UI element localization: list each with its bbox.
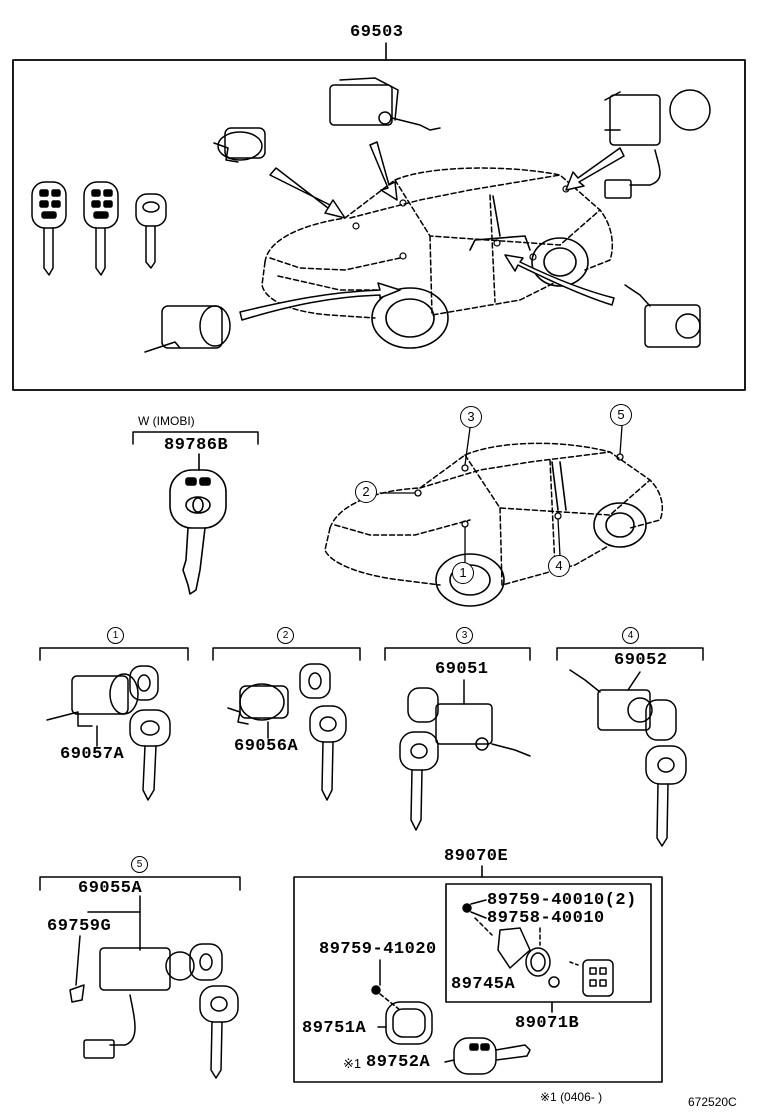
cover-part-number: 89751A [302, 1019, 367, 1038]
g1-keys [129, 665, 171, 801]
imobi-header: W (IMOBI) [138, 414, 195, 428]
transmitter-parts [371, 899, 614, 1075]
transmitter-frame [293, 865, 663, 1083]
location-marker-5: 5 [610, 404, 632, 426]
g1-cylinder [46, 673, 139, 747]
g4-cylinder [569, 669, 653, 731]
top-cylinder-door [144, 305, 231, 353]
mid-car-wheels [435, 461, 647, 607]
g3-keys [399, 687, 439, 831]
location-marker-2: 2 [355, 481, 377, 503]
g5-assembly [69, 895, 195, 1059]
key-part-number: 89752A [366, 1053, 431, 1072]
imobi-bracket [132, 431, 259, 445]
top-remote-key-1 [31, 181, 67, 276]
location-marker-1: 1 [452, 562, 474, 584]
footnote: ※1 (0406- ) [540, 1090, 603, 1104]
location-marker-4: 4 [548, 555, 570, 577]
top-remote-key-2 [83, 181, 119, 276]
group-5-marker: 5 [131, 856, 148, 873]
screw-part-number-3: 89759-41020 [319, 940, 437, 959]
top-cylinder-trunk [604, 89, 711, 199]
top-cylinder-ignition [329, 77, 441, 131]
top-car-wheels [371, 195, 589, 349]
group-4-part-number: 69052 [614, 651, 668, 670]
group-3-part-number: 69051 [435, 660, 489, 679]
case-part-number: 89071B [515, 1014, 580, 1033]
battery-part-number: 89745A [451, 975, 516, 994]
group-5-sub-part-number: 69759G [47, 917, 112, 936]
g2-keys [299, 663, 347, 801]
screw-part-number-1: 89759-40010(2) [487, 891, 637, 910]
g4-keys [645, 699, 687, 847]
group-5-part-number: 69055A [78, 879, 143, 898]
g5-keys [189, 943, 239, 1079]
assembly-frame [12, 42, 746, 391]
diagram-code: 672520C [688, 1095, 737, 1109]
key-note-marker: ※1 [343, 1056, 362, 1071]
group-4-marker: 4 [622, 627, 639, 644]
top-cylinder-rear [624, 284, 701, 348]
group-1-marker: 1 [107, 627, 124, 644]
g2-cylinder [227, 683, 289, 739]
mid-car-leaders [379, 425, 624, 563]
imobi-key-part-number: 89786B [164, 436, 229, 455]
g3-cylinder [435, 679, 531, 757]
screw-part-number-2: 89758-40010 [487, 909, 605, 928]
top-cylinder-glove [213, 127, 266, 163]
top-car-outline [261, 167, 613, 319]
top-car-dots [352, 185, 570, 261]
top-plain-key [135, 193, 167, 269]
assembly-part-number: 69503 [350, 23, 404, 42]
group-2-marker: 2 [277, 627, 294, 644]
top-arrows [239, 141, 625, 321]
group-3-marker: 3 [456, 627, 473, 644]
group-2-part-number: 69056A [234, 737, 299, 756]
mid-car-outline [324, 442, 663, 586]
group-brackets [39, 647, 704, 891]
imobi-key [169, 453, 227, 595]
transmitter-part-number: 89070E [444, 847, 509, 866]
group-1-part-number: 69057A [60, 745, 125, 764]
location-marker-3: 3 [460, 406, 482, 428]
